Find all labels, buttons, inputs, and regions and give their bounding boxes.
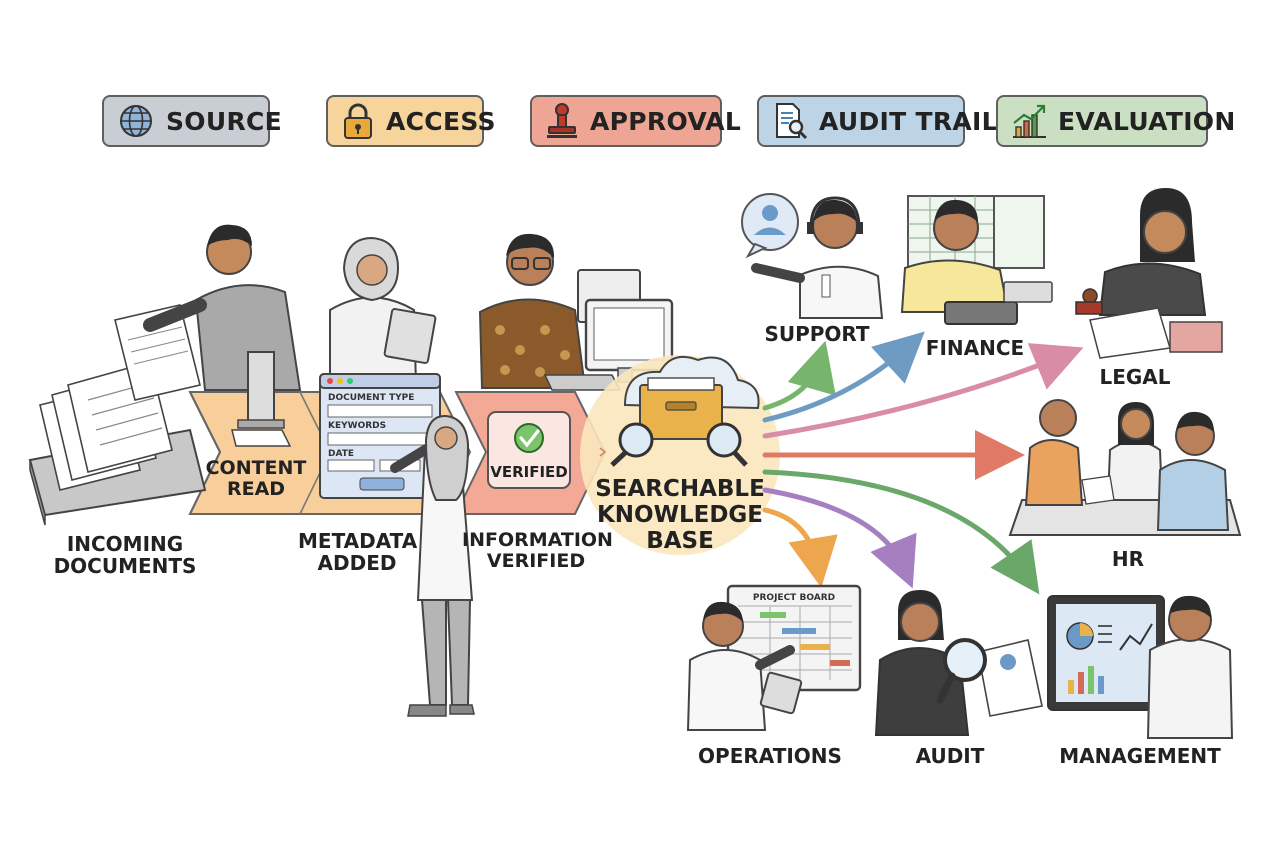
metadata-form-window: DOCUMENT TYPE KEYWORDS DATE (319, 373, 441, 499)
stamp-icon (547, 103, 577, 138)
legend-evaluation: EVALUATION (996, 95, 1235, 147)
caption-audit: AUDIT (915, 744, 985, 768)
padlock-icon (344, 103, 372, 139)
department-operations: PROJECT BOARD (686, 584, 862, 731)
document-magnifier-icon (776, 103, 808, 140)
person-verifier (478, 233, 674, 391)
department-management (1047, 595, 1234, 739)
caption-content-read: CONTENT READ (205, 457, 307, 500)
caption-support: SUPPORT (764, 322, 870, 346)
legend-audit-trail: AUDIT TRAIL (757, 95, 998, 147)
person-content-reader (143, 224, 302, 447)
verified-badge: VERIFIED (487, 411, 571, 489)
department-legal (1075, 188, 1223, 359)
legend-label: APPROVAL (590, 106, 742, 136)
globe-icon (120, 105, 152, 137)
department-audit (874, 590, 1043, 736)
legend-label: AUDIT TRAIL (819, 106, 998, 136)
legend-label: SOURCE (166, 106, 283, 136)
caption-information-verified: INFORMATION VERIFIED (462, 529, 613, 572)
caption-operations: OPERATIONS (698, 744, 842, 768)
hub-label-line-2: KNOWLEDGE (597, 502, 763, 528)
form-label-keywords: KEYWORDS (328, 421, 386, 431)
arrow-to-audit (762, 487, 917, 589)
caption-incoming-documents: INCOMING DOCUMENTS (53, 532, 197, 578)
arrow-to-operations (762, 507, 838, 588)
hub-label-line-1: SEARCHABLE (595, 476, 765, 502)
caption-metadata-added: METADATA ADDED (298, 529, 418, 575)
project-board-title: PROJECT BOARD (753, 593, 835, 603)
caption-hr: HR (1111, 547, 1145, 571)
document-tray (28, 304, 207, 526)
department-hr (1008, 399, 1242, 536)
arrow-to-support (762, 340, 836, 411)
legend-access: ACCESS (326, 95, 496, 147)
person-metadata-editor (390, 414, 475, 717)
knowledge-base-hub (580, 355, 780, 555)
department-support (741, 193, 884, 319)
caption-legal: LEGAL (1099, 365, 1171, 389)
arrow-to-legal (762, 343, 1084, 439)
department-finance (900, 195, 1053, 325)
arrow-to-finance (762, 331, 925, 423)
form-label-date: DATE (328, 449, 354, 459)
person-metadata-writer (329, 236, 437, 386)
legend-approval: APPROVAL (530, 95, 741, 147)
caption-management: MANAGEMENT (1059, 744, 1221, 768)
hub-label-line-3: BASE (646, 528, 714, 554)
verified-badge-label: VERIFIED (490, 463, 568, 481)
caption-finance: FINANCE (925, 336, 1025, 360)
bar-chart-icon (1013, 104, 1046, 138)
arrow-to-management (762, 469, 1040, 595)
legend-source: SOURCE (102, 95, 282, 147)
legend-label: ACCESS (386, 106, 496, 136)
form-label-document-type: DOCUMENT TYPE (328, 393, 414, 403)
legend-label: EVALUATION (1058, 106, 1236, 136)
